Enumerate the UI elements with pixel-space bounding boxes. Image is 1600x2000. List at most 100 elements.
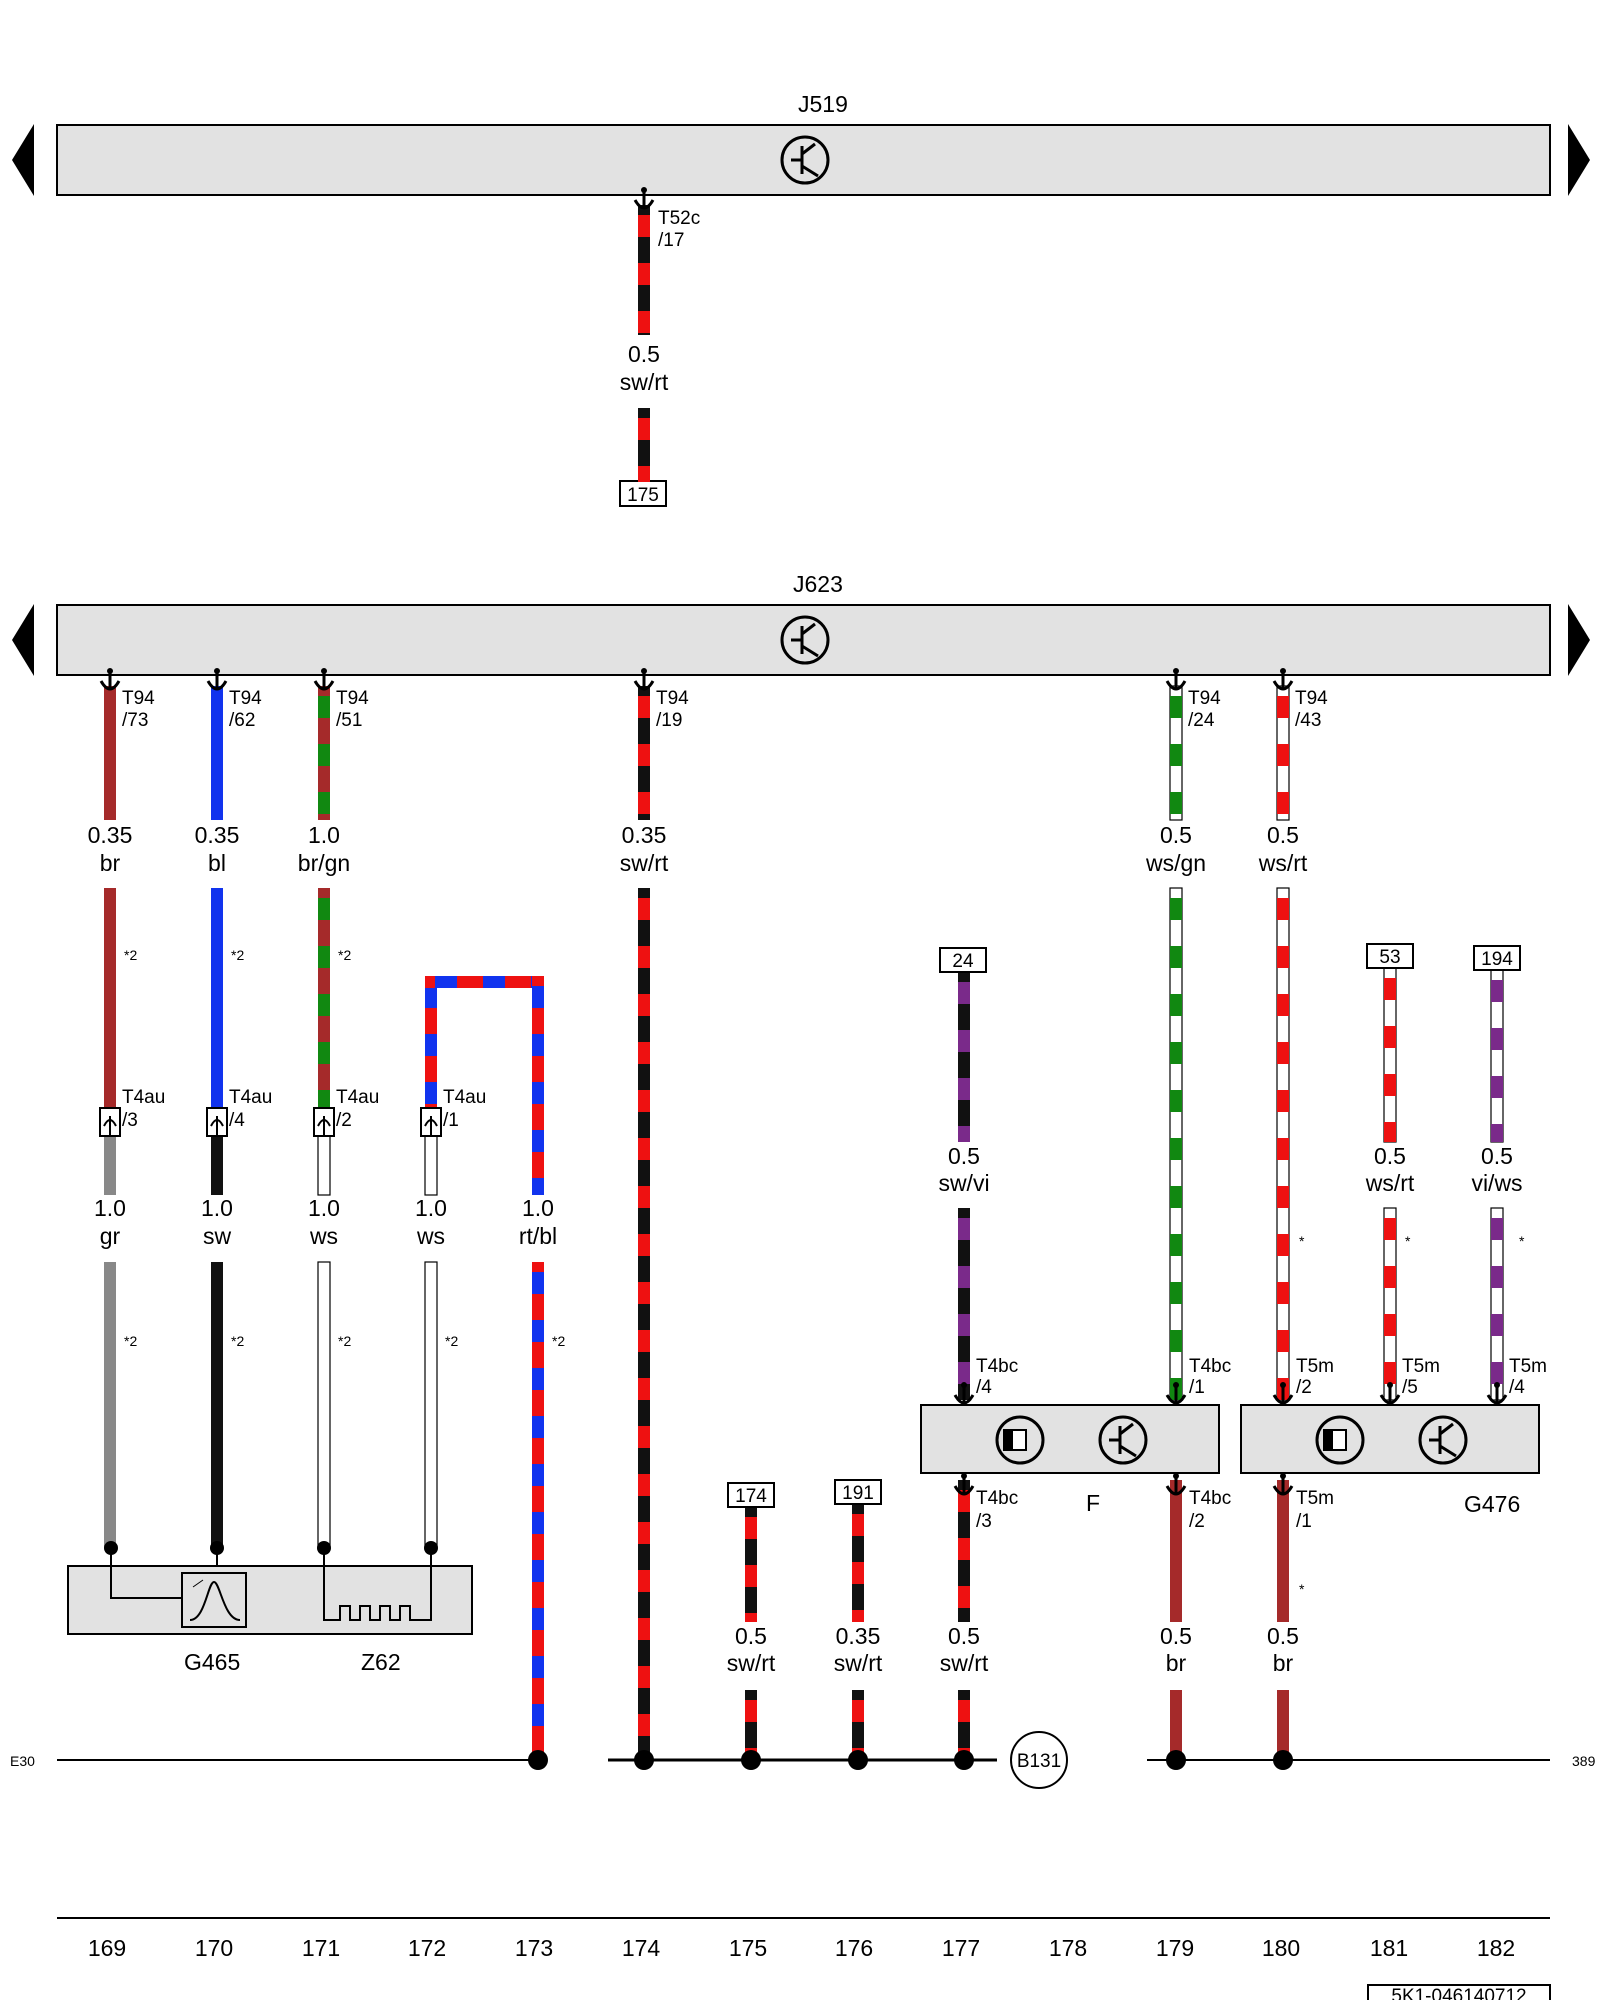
wire-color: sw/rt [940,1650,989,1676]
wire-segment [745,1507,757,1622]
inline-connector-icon [420,1107,442,1137]
reference-number: 24 [952,951,974,972]
wire-segment [104,1136,116,1195]
wire-segment [1490,969,1504,1143]
connector-terminal-icon [953,1473,975,1496]
wire-color: br/gn [298,850,350,876]
footnote-marker: *2 [124,947,137,963]
component-g476 [1240,1404,1540,1474]
right-arrow-icon [1568,604,1590,676]
wire-size: 0.35 [622,822,667,848]
bottom-wire-labels: 0.5 sw/rt 0.35 sw/rt 0.5 sw/rt 0.5 br 0.… [727,1623,1299,1676]
heater-element-icon [323,1550,432,1621]
wire-color: bl [208,850,226,876]
connector-terminal-icon [633,187,655,210]
wire-segment [425,976,437,1108]
t4au-labels: T4au /3 T4au /4 T4au /2 T4au /1 [122,1087,486,1131]
wire-color: sw/rt [834,1650,883,1676]
wire-segment [1169,887,1183,1401]
pin-label: T94 [229,688,262,709]
wire-segment [532,976,544,1195]
pin-label: T94 [1188,688,1221,709]
pin-label: T52c [658,208,700,229]
wire-size: 1.0 [201,1195,233,1221]
pin-number: /2 [1189,1511,1205,1532]
footnote-marker: *2 [231,1333,244,1349]
component-f-label: F [1086,1490,1100,1516]
pin-label: T94 [122,688,155,709]
pin-label: T4au [336,1087,379,1108]
component-z62-label: Z62 [361,1649,401,1675]
column-number: 180 [1262,1935,1300,1961]
sensor-symbol-icon [1315,1415,1365,1465]
wire-size: 0.35 [836,1623,881,1649]
wire-color: ws/rt [1365,1170,1415,1196]
wire-segment [638,888,650,1760]
reference-box-174: 174 [727,1482,775,1508]
wire-size: 0.5 [1481,1143,1513,1169]
ground-point-label: B131 [1017,1751,1061,1772]
wire-segment [1277,1690,1289,1760]
footnote-marker: *2 [231,947,244,963]
column-number: 169 [88,1935,126,1961]
wire-size: 0.35 [195,822,240,848]
column-number: 171 [302,1935,340,1961]
connector-terminal-icon [313,668,335,691]
pin-label: T4bc [1189,1488,1231,1509]
pin-label: T94 [1295,688,1328,709]
reference-number: 174 [735,1486,767,1507]
pin-number: /2 [336,1110,352,1131]
pin-label: T4au [443,1087,486,1108]
wire-size: 0.5 [1374,1143,1406,1169]
pin-number: /4 [229,1110,245,1131]
wire-segment [104,1262,116,1548]
connector-terminal-icon [1272,668,1294,691]
wire-size: 1.0 [522,1195,554,1221]
pin-number: /24 [1188,710,1215,731]
component-g465-z62 [67,1565,473,1635]
pin-number: /17 [658,230,684,251]
component-internal-wiring [104,1541,438,1599]
wire-color: ws [309,1223,338,1249]
column-169-labels: T94 /73 0.35 br [88,688,156,876]
ground-bus [57,1750,1550,1770]
wire-segment [1170,1480,1182,1622]
wires-layer [104,205,1504,1760]
wire-color: sw/rt [727,1650,776,1676]
column-170-labels: T94 /62 0.35 bl [195,688,263,876]
wire-color: ws [416,1223,445,1249]
connector-terminal-icon [206,668,228,691]
connector-terminal-icon [1272,1382,1294,1405]
document-id-box [1367,1984,1551,2000]
footnote-marker: *2 [338,1333,351,1349]
wire-segment [211,1262,223,1548]
wire-segment [852,1504,864,1622]
footnote-marker: *2 [338,947,351,963]
sensor-symbol-icon [995,1415,1045,1465]
left-arrow-icon [12,604,34,676]
wire-segment [317,1261,331,1549]
component-f [920,1404,1220,1474]
column-179-labels: T94 /24 0.5 ws/gn [1145,688,1221,876]
column-number: 172 [408,1935,446,1961]
column-number: 177 [942,1935,980,1961]
wire-segment [958,1690,970,1760]
wire-segment [211,888,223,1108]
footnote-marker: *2 [124,1333,137,1349]
column-number: 176 [835,1935,873,1961]
pin-label: T5m [1296,1356,1334,1377]
component-g465-label: G465 [184,1649,240,1675]
wire-size: 0.5 [1160,822,1192,848]
connector-terminal-icon [1486,1382,1508,1405]
sensor-curve-icon [181,1572,247,1628]
pin-number: /1 [1296,1511,1312,1532]
footnote-marker: * [1519,1233,1525,1249]
electronic-symbol-icon [1418,1415,1468,1465]
column-number: 175 [729,1935,767,1961]
column-number: 178 [1049,1935,1087,1961]
pin-number: /3 [122,1110,138,1131]
reference-box-194: 194 [1473,945,1521,971]
wire-size: 1.0 [415,1195,447,1221]
wire-segment [1277,1480,1289,1622]
